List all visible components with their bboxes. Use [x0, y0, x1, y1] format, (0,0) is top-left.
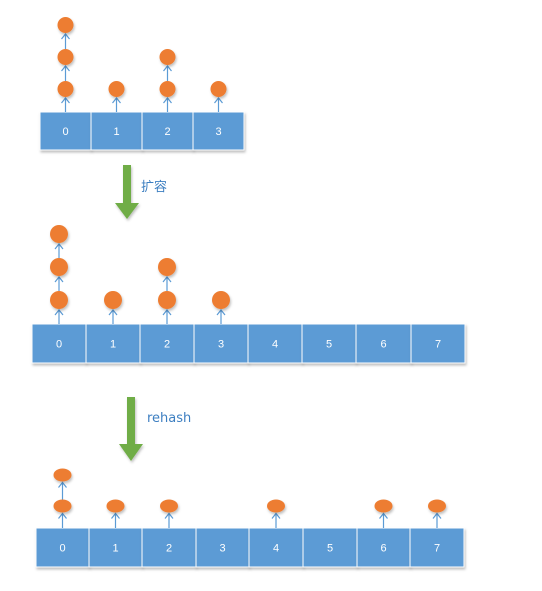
rehash-step-arrow: [119, 397, 143, 461]
link-arrow-head: [379, 512, 388, 519]
entry-node: [428, 499, 446, 513]
bucket-cell: [355, 323, 412, 364]
entry-node: [104, 291, 122, 309]
bucket-cell: [85, 323, 141, 364]
link-arrow-head: [111, 512, 120, 519]
link-arrow-head: [112, 97, 121, 104]
link-arrow-head: [271, 512, 281, 519]
step-label-rehash: rehash: [147, 411, 192, 426]
bucket-index-label: 0: [62, 126, 68, 138]
step-label-resize: 扩容: [141, 180, 168, 195]
entry-node: [106, 499, 125, 513]
bucket-cell: [302, 527, 358, 568]
link-arrow-head: [432, 512, 442, 519]
bucket-index-label: 3: [215, 126, 221, 138]
expanded-table: 0 1 2 3 4 5 6 7: [31, 225, 466, 364]
link-arrow-head: [163, 65, 172, 72]
entry-node: [57, 17, 74, 33]
bucket-index-label: 6: [380, 339, 386, 351]
link-arrow-head: [162, 309, 172, 316]
entry-node: [50, 225, 68, 243]
link-arrow-head: [61, 65, 70, 72]
link-arrow-head: [54, 243, 64, 250]
entry-node: [53, 468, 72, 482]
bucket-index-label: 3: [219, 543, 225, 555]
bucket-index-label: 2: [164, 126, 170, 138]
entry-node: [267, 499, 285, 513]
link-arrow-head: [54, 309, 64, 316]
entry-node: [212, 291, 230, 309]
entry-node: [53, 499, 72, 513]
link-arrow-head: [58, 481, 67, 488]
bucket-index-label: 3: [218, 339, 224, 351]
bucket-cell: [39, 111, 92, 151]
link-arrow-head: [163, 97, 172, 104]
link-arrow-head: [162, 276, 172, 283]
bucket-cell: [301, 323, 357, 364]
bucket-cell: [410, 323, 466, 364]
entry-node: [374, 499, 393, 513]
link-arrow-head: [214, 97, 223, 104]
link-arrow-head: [108, 309, 118, 316]
bucket-index-label: 1: [112, 543, 118, 555]
entry-node: [160, 499, 178, 513]
link-arrow-head: [54, 276, 64, 283]
bucket-index-label: 7: [435, 339, 441, 351]
link-arrow-head: [164, 512, 174, 519]
bucket-cell: [247, 323, 303, 364]
bucket-index-label: 0: [56, 339, 62, 351]
entry-node: [210, 81, 227, 97]
bucket-index-label: 4: [273, 543, 279, 555]
entry-node: [159, 49, 176, 65]
rehashed-table: 0 1 2 3 4 5 6 7: [35, 468, 465, 568]
bucket-cell: [409, 527, 465, 568]
link-arrow-head: [61, 97, 70, 104]
bucket-index-label: 1: [110, 339, 116, 351]
link-arrow-head: [61, 33, 70, 40]
resize-step-arrow: [115, 165, 139, 219]
bucket-index-label: 2: [166, 543, 172, 555]
bucket-index-label: 2: [164, 339, 170, 351]
entry-node: [57, 49, 74, 65]
link-arrow-head: [216, 309, 226, 316]
bucket-index-label: 4: [272, 339, 278, 351]
entry-node: [57, 81, 74, 97]
entry-node: [159, 81, 176, 97]
entry-node: [158, 291, 176, 309]
bucket-cell: [139, 323, 195, 364]
bucket-index-label: 5: [326, 339, 332, 351]
entry-node: [50, 291, 68, 309]
entry-node: [50, 258, 68, 276]
entry-node: [108, 81, 125, 97]
bucket-index-label: 6: [380, 543, 386, 555]
original-table: 0 1 2 3: [39, 17, 245, 151]
link-arrow-head: [58, 512, 67, 519]
bucket-index-label: 1: [113, 126, 119, 138]
bucket-index-label: 5: [327, 543, 333, 555]
bucket-index-label: 7: [434, 543, 440, 555]
bucket-index-label: 0: [59, 543, 65, 555]
entry-node: [158, 258, 176, 276]
